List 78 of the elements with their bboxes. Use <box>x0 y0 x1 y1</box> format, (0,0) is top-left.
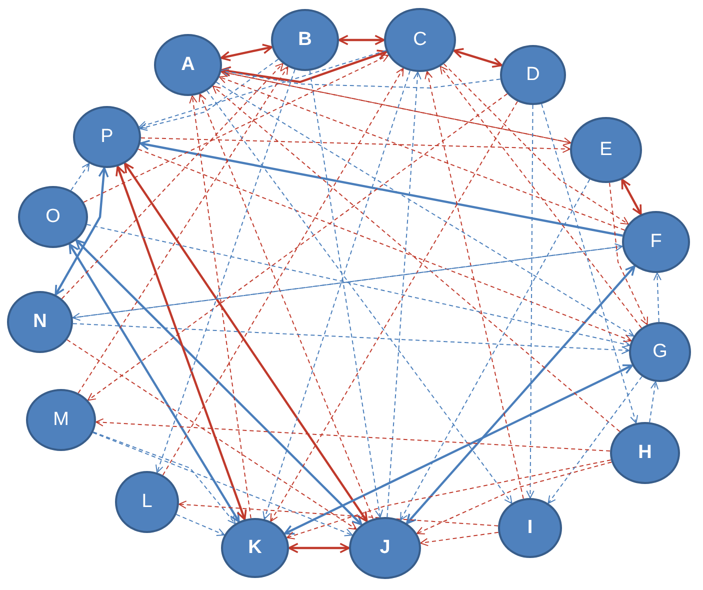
dashed-arrow <box>61 63 284 300</box>
dashed-arrow <box>420 532 499 546</box>
node-label: A <box>181 54 195 76</box>
node-ellipse <box>622 211 690 273</box>
node-label: C <box>413 29 427 51</box>
dashed-arrow <box>216 82 634 337</box>
dashed-arrow <box>270 100 518 522</box>
dashed-arrow <box>424 70 524 500</box>
node-label: H <box>638 442 652 464</box>
dashed-arrow <box>416 462 612 534</box>
node-label: O <box>46 206 60 228</box>
node-ellipse <box>221 518 289 578</box>
node-label: E <box>600 139 612 161</box>
dashed-arrow <box>162 68 404 476</box>
dashed-arrow <box>286 459 612 540</box>
arrow <box>116 166 247 520</box>
dashed-arrow <box>176 514 225 536</box>
dashed-arrow <box>440 66 642 328</box>
dashed-arrow <box>66 339 357 530</box>
node-ellipse <box>18 186 88 248</box>
dashed-arrow <box>609 182 648 326</box>
dashed-arrow <box>95 418 611 452</box>
node-label: N <box>33 311 47 333</box>
dashed-arrow <box>548 376 642 504</box>
dashed-arrow <box>198 94 374 520</box>
dashed-arrow <box>178 500 499 526</box>
dashed-arrow <box>83 54 389 203</box>
dashed-arrow <box>526 104 534 498</box>
dashed-arrow <box>78 66 288 394</box>
dashed-arrow <box>541 103 638 424</box>
arrow <box>139 140 623 237</box>
arrow <box>453 48 503 68</box>
arrow <box>621 178 642 216</box>
dashed-arrow <box>649 381 659 423</box>
arrow <box>406 265 636 524</box>
dashed-arrow <box>92 432 353 536</box>
dashed-arrow <box>156 69 296 474</box>
dashed-arrow <box>212 86 620 432</box>
arrow <box>54 167 109 296</box>
node-label: D <box>526 64 540 86</box>
dashed-arrow <box>443 63 629 225</box>
dashed-arrow <box>138 50 386 129</box>
dashed-arrow <box>92 432 236 524</box>
arrow <box>284 364 634 535</box>
node-label: L <box>142 491 152 513</box>
dashed-arrow <box>70 162 90 191</box>
arrow <box>220 50 388 84</box>
dashed-arrow <box>400 178 590 521</box>
node-label: G <box>652 341 668 363</box>
node-ellipse <box>349 517 421 579</box>
arrow <box>68 243 240 522</box>
node-label: B <box>298 29 312 51</box>
arrow <box>124 162 368 522</box>
dashed-arrow <box>653 272 662 323</box>
node-label: K <box>248 537 262 559</box>
dashed-arrow <box>138 148 632 342</box>
arrow <box>338 34 385 46</box>
node-label: P <box>100 126 114 148</box>
dashed-arrow <box>262 70 411 520</box>
arrow <box>288 542 350 554</box>
arrow <box>220 44 273 62</box>
dashed-arrow <box>86 224 630 348</box>
dashed-arrow <box>72 323 630 354</box>
dashed-arrow <box>220 68 501 88</box>
dashed-arrow <box>309 70 384 518</box>
dashed-arrow <box>206 90 512 504</box>
dashed-arrow <box>386 71 422 518</box>
node-label: I <box>527 517 533 539</box>
dashed-arrow <box>88 93 508 401</box>
dashed-arrow <box>140 137 571 153</box>
node-label: F <box>650 231 662 253</box>
dashed-arrow <box>218 76 626 231</box>
node-label: M <box>53 409 69 431</box>
node-label: J <box>380 537 390 559</box>
arrow <box>75 239 362 526</box>
node-ellipse <box>629 322 691 382</box>
dashed-arrow <box>189 95 252 519</box>
dashed-arrow <box>139 58 279 131</box>
